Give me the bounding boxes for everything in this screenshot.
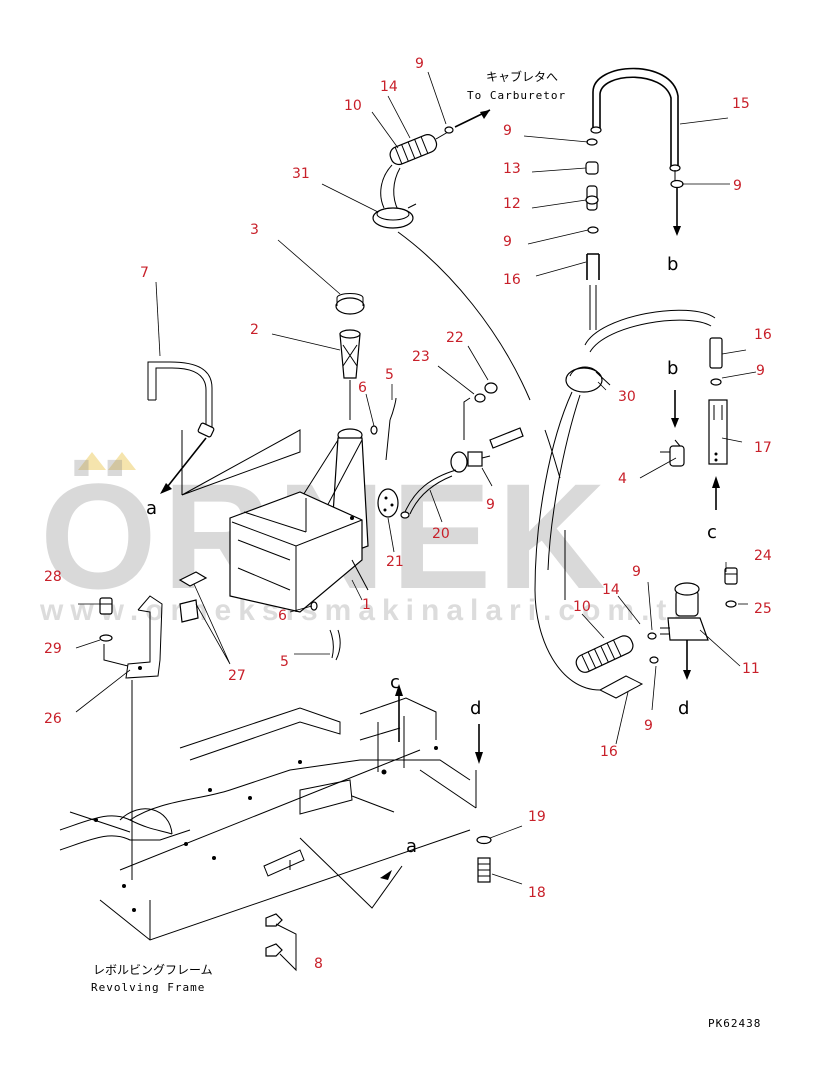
callout-numbers: 9 14 10 31 3 2 7 6 5 22 23 9 13 12 9 16 … (44, 56, 772, 972)
callout-22: 22 (446, 330, 464, 346)
callout-9: 9 (503, 123, 512, 139)
fuel-pump-assembly (575, 567, 738, 699)
callout-4: 4 (618, 471, 627, 487)
callout-6: 6 (358, 380, 367, 396)
letter-d-frame: d (470, 698, 481, 719)
callout-15: 15 (732, 96, 750, 112)
callout-26: 26 (44, 711, 62, 727)
callout-9: 9 (503, 234, 512, 250)
callout-14: 14 (602, 582, 620, 598)
callout-9: 9 (486, 497, 495, 513)
callout-31: 31 (292, 166, 310, 182)
callout-19: 19 (528, 809, 546, 825)
text-labels: キャブレタへ To Carburetor レボルビングフレーム Revolvin… (91, 69, 761, 1030)
carburetor-label-jp: キャブレタへ (486, 69, 558, 84)
callout-25: 25 (754, 601, 772, 617)
callout-17: 17 (754, 440, 772, 456)
callout-11: 11 (742, 661, 760, 677)
fuel-filter-assembly (534, 309, 728, 691)
callout-1: 1 (362, 597, 371, 613)
flow-letters: b b c a c d d a (146, 254, 717, 857)
drawing-number: PK62438 (708, 1017, 761, 1030)
callout-5: 5 (280, 654, 289, 670)
callout-12: 12 (503, 196, 521, 212)
callout-21: 21 (386, 554, 404, 570)
callout-9: 9 (756, 363, 765, 379)
tank-band-bracket (147, 361, 301, 496)
callout-23: 23 (412, 349, 430, 365)
callout-14: 14 (380, 79, 398, 95)
callout-10: 10 (344, 98, 362, 114)
frame-label-en: Revolving Frame (91, 981, 205, 994)
leader-lines (75, 71, 757, 885)
letter-c-frame: c (390, 672, 400, 693)
callout-16: 16 (600, 744, 618, 760)
letter-a-frame: a (406, 836, 417, 857)
callout-10: 10 (573, 599, 591, 615)
callout-13: 13 (503, 161, 521, 177)
carburetor-hose-assembly (372, 109, 561, 479)
return-hose-assembly (585, 67, 684, 330)
callout-16: 16 (503, 272, 521, 288)
callout-18: 18 (528, 885, 546, 901)
letter-b-mid: b (667, 358, 678, 379)
callout-5: 5 (385, 367, 394, 383)
callout-6: 6 (278, 608, 287, 624)
callout-9: 9 (733, 178, 742, 194)
callout-9: 9 (632, 564, 641, 580)
fuel-tank-assembly (229, 293, 369, 613)
carburetor-label-en: To Carburetor (467, 89, 566, 102)
letter-c-right: c (707, 522, 717, 543)
callout-2: 2 (250, 322, 259, 338)
callout-29: 29 (44, 641, 62, 657)
letter-a-left: a (146, 498, 157, 519)
drain-assembly (310, 382, 524, 661)
callout-8: 8 (314, 956, 323, 972)
callout-27: 27 (228, 668, 246, 684)
callout-9: 9 (415, 56, 424, 72)
callout-30: 30 (618, 389, 636, 405)
callout-9: 9 (644, 718, 653, 734)
callout-20: 20 (432, 526, 450, 542)
callout-28: 28 (44, 569, 62, 585)
callout-24: 24 (754, 548, 772, 564)
letter-d-right: d (678, 698, 689, 719)
frame-label-jp: レボルビングフレーム (93, 963, 213, 977)
letter-b-top: b (667, 254, 678, 275)
callout-3: 3 (250, 222, 259, 238)
mounting-bracket-26 (99, 571, 208, 880)
revolving-frame (59, 684, 492, 972)
callout-7: 7 (140, 265, 149, 281)
callout-16: 16 (754, 327, 772, 343)
